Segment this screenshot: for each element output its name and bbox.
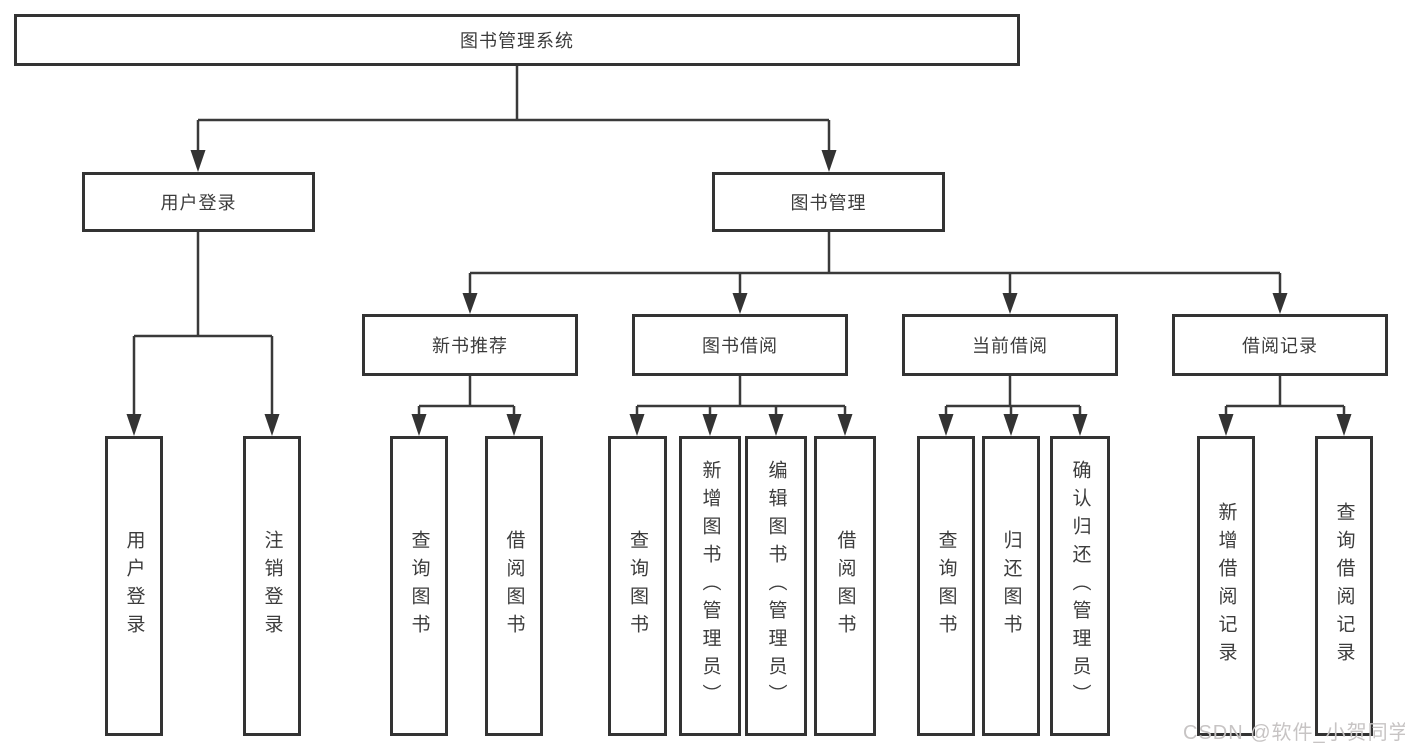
- node-label: 用户登录: [160, 193, 237, 213]
- node-label: 新增借阅记录: [1215, 502, 1237, 670]
- node-borrow-records: 借阅记录: [1172, 314, 1388, 376]
- arrowhead: [702, 414, 718, 436]
- leaf-borrow-book-nbr: 借阅图书: [485, 436, 543, 736]
- leaf-add-borrow-record: 新增借阅记录: [1197, 436, 1255, 736]
- connector-book-mgmt-to-level3: [462, 232, 1288, 314]
- node-label: 确认归还（管理员）: [1069, 460, 1091, 712]
- node-label: 归还图书: [1000, 530, 1022, 642]
- connector-current-borrow-to-leaves: [938, 376, 1088, 436]
- arrowhead: [837, 414, 853, 436]
- arrowhead: [1002, 293, 1018, 314]
- leaf-query-book-cb: 查询图书: [917, 436, 975, 736]
- leaf-query-borrow-record: 查询借阅记录: [1315, 436, 1373, 736]
- arrowhead: [190, 150, 206, 172]
- node-new-book-recommend: 新书推荐: [362, 314, 578, 376]
- node-label: 查询借阅记录: [1333, 502, 1355, 670]
- node-label: 注销登录: [261, 530, 283, 642]
- node-label: 图书管理: [790, 193, 867, 213]
- arrowhead: [732, 293, 748, 314]
- node-book-borrow: 图书借阅: [632, 314, 848, 376]
- connector-new-book-rec-to-leaves: [411, 376, 522, 436]
- leaf-return-book: 归还图书: [982, 436, 1040, 736]
- arrowhead: [938, 414, 954, 436]
- node-user-login: 用户登录: [82, 172, 315, 232]
- connector-root-to-level2: [190, 66, 837, 172]
- arrowhead: [506, 414, 522, 436]
- leaf-query-book-bb: 查询图书: [608, 436, 667, 736]
- node-label: 图书借阅: [702, 336, 778, 356]
- arrowhead: [126, 414, 142, 436]
- arrowhead: [629, 414, 645, 436]
- node-book-management: 图书管理: [712, 172, 945, 232]
- node-label: 借阅图书: [503, 530, 525, 642]
- connector-user-login-to-leaves: [126, 232, 280, 436]
- node-label: 借阅图书: [834, 530, 856, 642]
- leaf-add-book-admin: 新增图书（管理员）: [679, 436, 741, 736]
- node-label: 借阅记录: [1242, 336, 1318, 356]
- arrowhead: [1272, 293, 1288, 314]
- leaf-edit-book-admin: 编辑图书（管理员）: [745, 436, 807, 736]
- csdn-watermark: CSDN @软件_小贺同学: [1183, 722, 1405, 744]
- node-root-system: 图书管理系统: [14, 14, 1020, 66]
- node-label: 图书管理系统: [460, 31, 574, 51]
- node-label: 用户登录: [123, 530, 145, 642]
- node-label: 新书推荐: [432, 336, 508, 356]
- leaf-borrow-book-bb: 借阅图书: [814, 436, 876, 736]
- arrowhead: [821, 150, 837, 172]
- node-label: 编辑图书（管理员）: [765, 460, 787, 712]
- arrowhead: [1218, 414, 1234, 436]
- leaf-confirm-return-admin: 确认归还（管理员）: [1050, 436, 1110, 736]
- node-label: 查询图书: [935, 530, 957, 642]
- node-label: 查询图书: [627, 530, 648, 642]
- leaf-query-book-nbr: 查询图书: [390, 436, 448, 736]
- node-label: 当前借阅: [972, 336, 1048, 356]
- leaf-user-login: 用户登录: [105, 436, 163, 736]
- arrowhead: [1072, 414, 1088, 436]
- arrowhead: [264, 414, 280, 436]
- arrowhead: [1336, 414, 1352, 436]
- leaf-logout: 注销登录: [243, 436, 301, 736]
- connector-borrow-records-to-leaves: [1218, 376, 1352, 436]
- node-current-borrow: 当前借阅: [902, 314, 1118, 376]
- arrowhead: [411, 414, 427, 436]
- arrowhead: [768, 414, 784, 436]
- node-label: 查询图书: [408, 530, 430, 642]
- arrowhead: [1003, 414, 1019, 436]
- arrowhead: [462, 293, 478, 314]
- connector-book-borrow-to-leaves: [629, 376, 853, 436]
- node-label: 新增图书（管理员）: [699, 460, 721, 712]
